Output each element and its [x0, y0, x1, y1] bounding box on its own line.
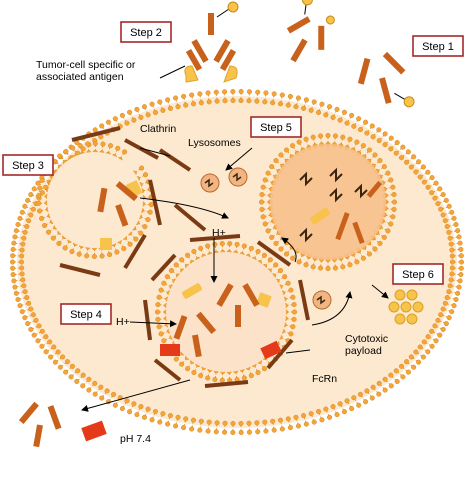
- clathrin-label: Clathrin: [140, 123, 176, 135]
- step-2-label: Step 2: [130, 27, 162, 39]
- lysosomes-label: Lysosomes: [188, 137, 241, 149]
- antibody-free-top: [273, 0, 344, 72]
- fcrn-label: FcRn: [312, 373, 337, 385]
- ph-label: pH 7.4: [120, 433, 151, 445]
- step-5-label: Step 5: [260, 122, 292, 134]
- payload-label-line2: payload: [345, 345, 382, 357]
- step-2-box: Step 2: [121, 22, 171, 42]
- step-4-box: Step 4: [61, 304, 111, 324]
- step-5-box: Step 5: [251, 117, 301, 137]
- step-4-label: Step 4: [70, 309, 102, 321]
- antigen-label-line2: associated antigen: [36, 71, 124, 83]
- step-3-label: Step 3: [12, 160, 44, 172]
- step-1-label: Step 1: [422, 41, 454, 53]
- fcrn-receptor-1: [160, 344, 180, 356]
- antigen-leader-line: [160, 66, 185, 78]
- h-plus-top-label: H+: [212, 227, 226, 239]
- h-plus-left-label: H+: [116, 316, 130, 328]
- step-1-box: Step 1: [413, 36, 463, 56]
- antibody-step1: [352, 48, 415, 118]
- step-6-label: Step 6: [402, 269, 434, 281]
- antigen-label-line1: Tumor-cell specific or: [36, 59, 136, 71]
- fcrn-receptor-released: [81, 421, 106, 442]
- payload-label-line1: Cytotoxic: [345, 333, 388, 345]
- antibody-step2: [186, 2, 238, 71]
- antibody-exocytosed: [15, 400, 65, 451]
- step-3-box: Step 3: [3, 155, 53, 175]
- clathrin-pit-lumen: [47, 152, 143, 248]
- step-6-box: Step 6: [393, 264, 443, 284]
